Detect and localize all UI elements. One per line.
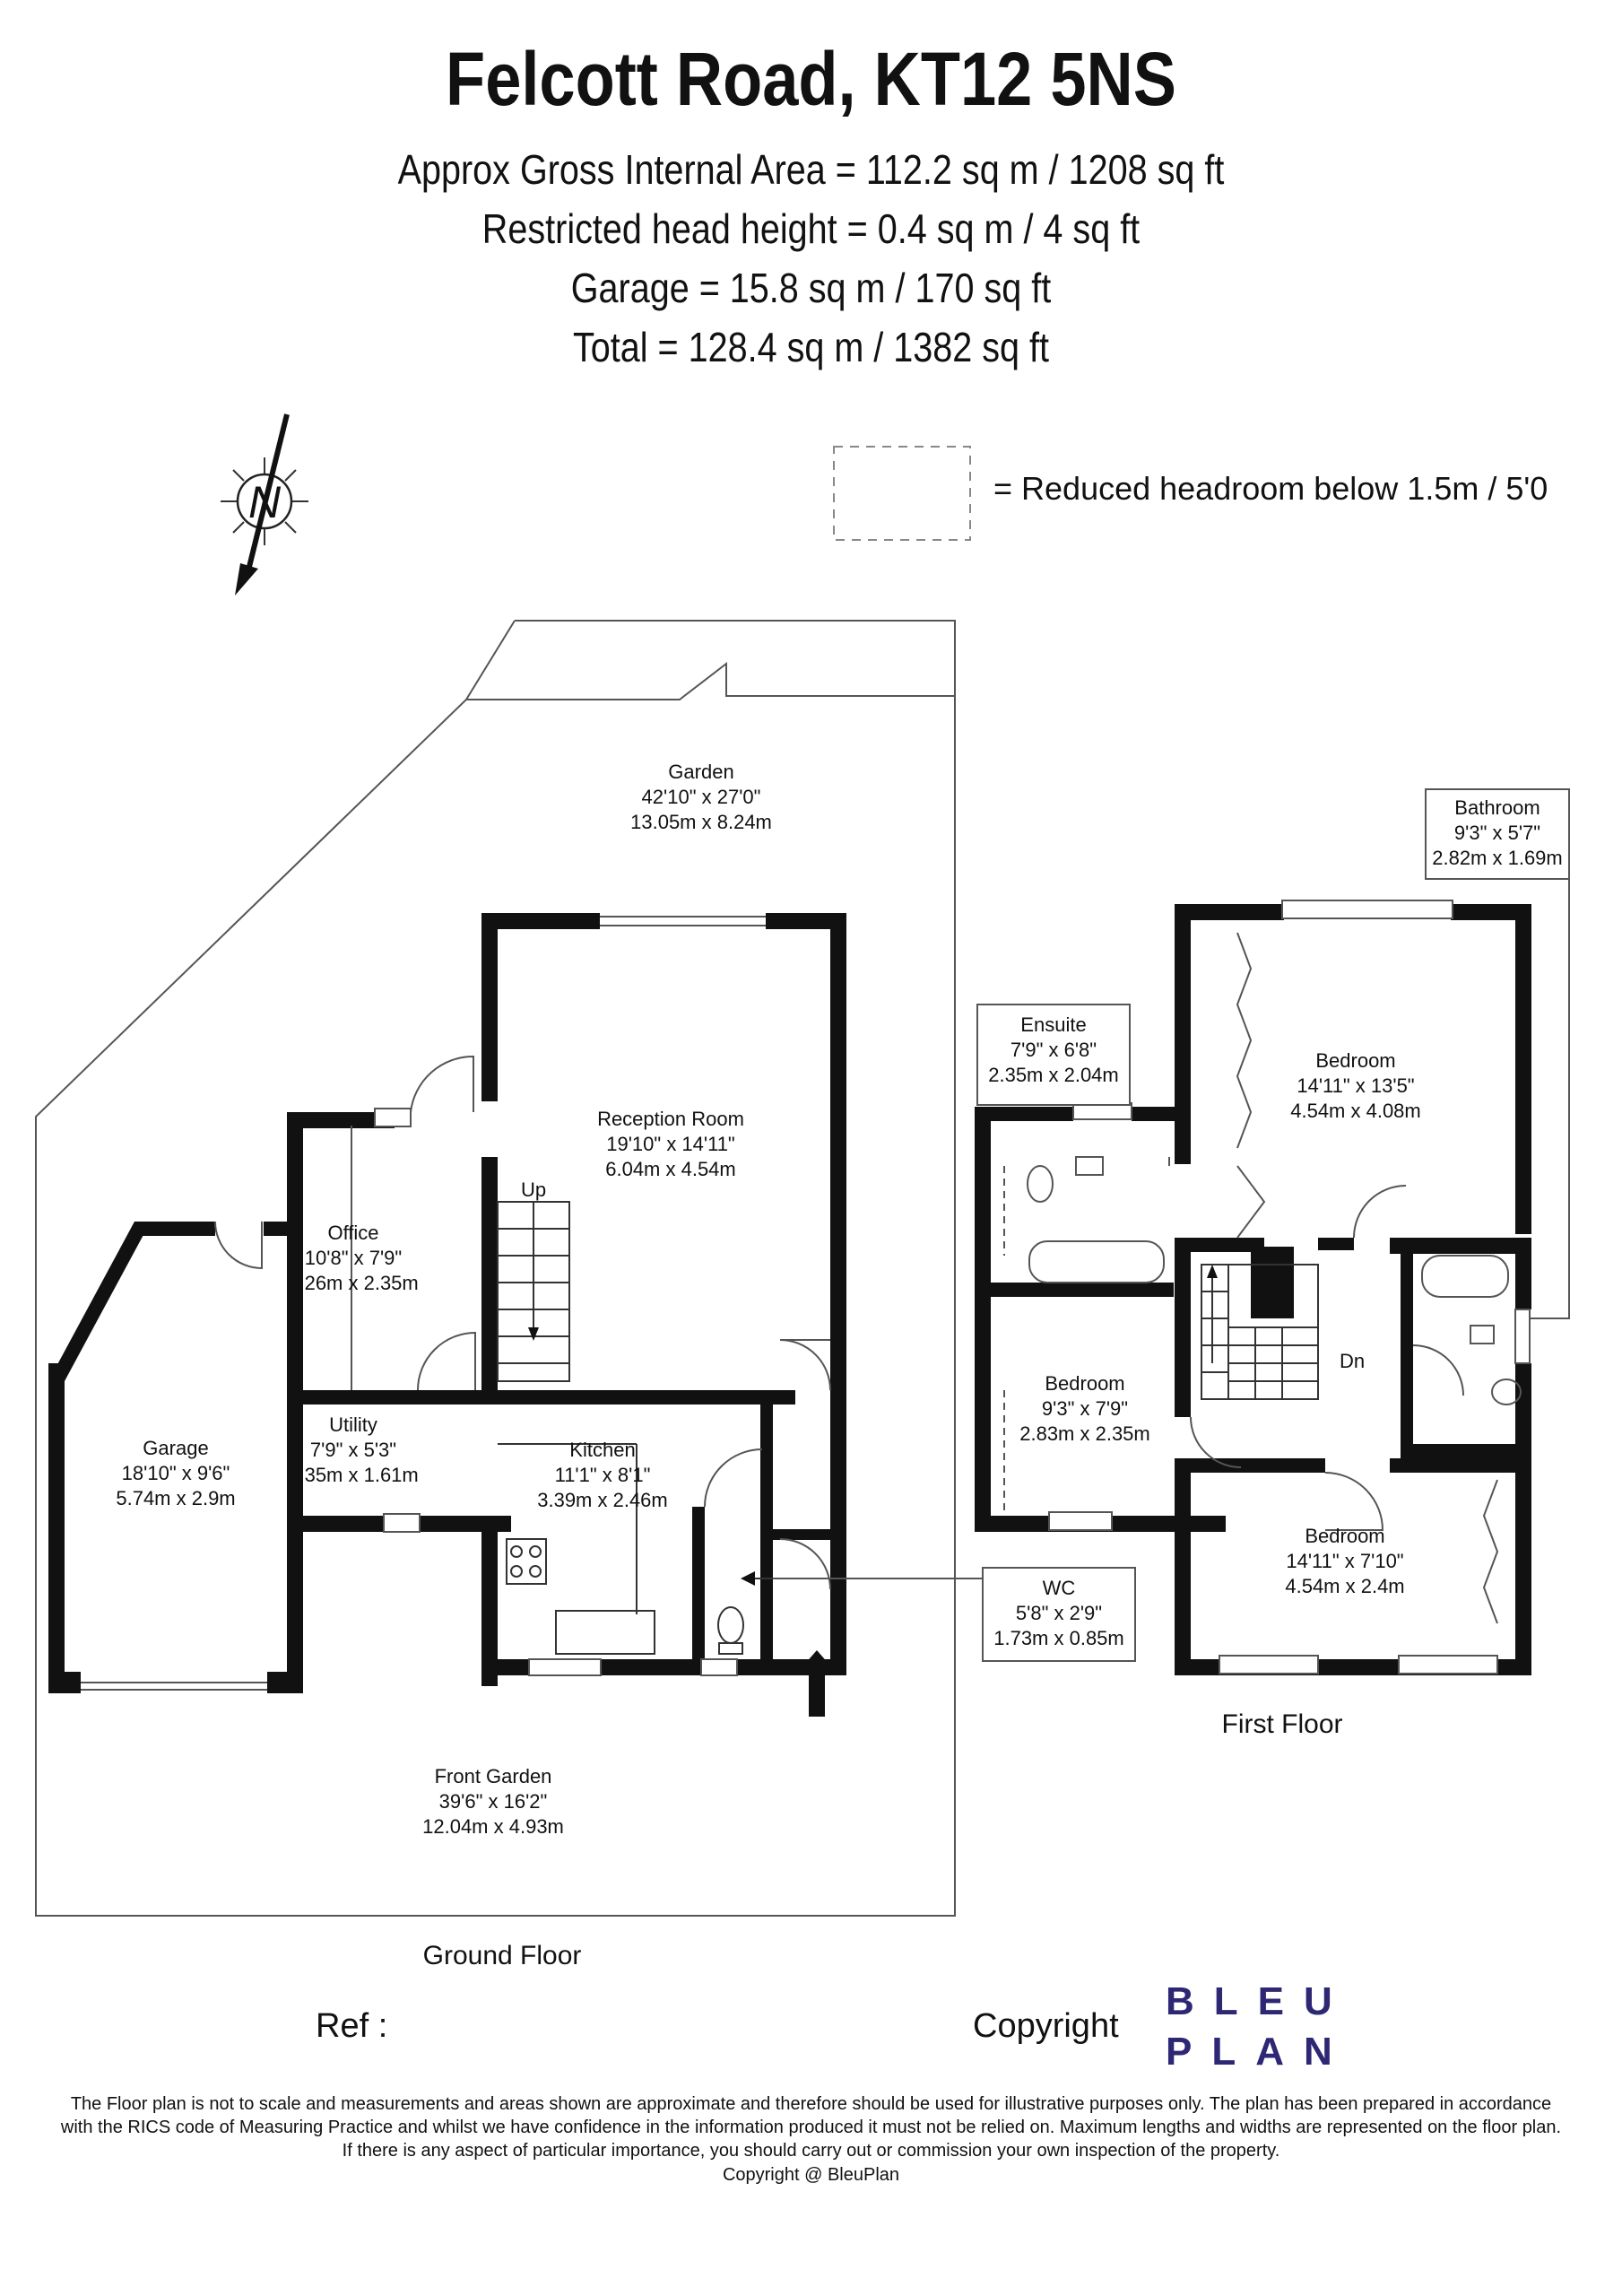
front-garden-metric: 12.04m x 4.93m bbox=[422, 1815, 564, 1838]
reception-label: Reception Room bbox=[597, 1108, 744, 1130]
utility-imperial: 7'9" x 5'3" bbox=[310, 1439, 396, 1461]
reception-metric: 6.04m x 4.54m bbox=[605, 1158, 736, 1180]
entrance-arrow-icon bbox=[798, 1650, 836, 1717]
bedroom3-label: Bedroom bbox=[1305, 1525, 1384, 1547]
first-floor-stairs bbox=[1201, 1264, 1319, 1400]
restricted-height-line: Restricted head height = 0.4 sq m / 4 sq… bbox=[481, 205, 1141, 252]
ground-floor-walls bbox=[48, 913, 846, 1693]
stairs-up-label: Up bbox=[521, 1178, 546, 1201]
ref-label: Ref : bbox=[316, 2007, 388, 2045]
garage-metric: 5.74m x 2.9m bbox=[116, 1487, 235, 1509]
bedroom1-label: Bedroom bbox=[1315, 1049, 1395, 1072]
garage-label: Garage bbox=[143, 1437, 208, 1459]
bathroom-metric: 2.82m x 1.69m bbox=[1432, 847, 1563, 869]
ground-floor-stairs bbox=[497, 1201, 570, 1382]
garden-fence bbox=[466, 661, 955, 700]
kitchen-label: Kitchen bbox=[569, 1439, 635, 1461]
gross-area-line: Approx Gross Internal Area = 112.2 sq m … bbox=[397, 146, 1225, 193]
stairs-down-label: Dn bbox=[1340, 1350, 1365, 1372]
garage-area-line: Garage = 15.8 sq m / 170 sq ft bbox=[570, 265, 1052, 311]
bedroom3-metric: 4.54m x 2.4m bbox=[1285, 1575, 1404, 1597]
bedroom3-imperial: 14'11" x 7'10" bbox=[1286, 1550, 1403, 1572]
front-garden-label: Front Garden bbox=[435, 1765, 552, 1787]
disclaimer-line-2: with the RICS code of Measuring Practice… bbox=[60, 2118, 1562, 2137]
kitchen-fixtures bbox=[498, 1443, 744, 1655]
disclaimer-line-3: If there is any aspect of particular imp… bbox=[342, 2141, 1280, 2161]
reception-imperial: 19'10" x 14'11" bbox=[606, 1133, 735, 1155]
brand-line-2: PLAN bbox=[1166, 2030, 1352, 2074]
kitchen-metric: 3.39m x 2.46m bbox=[537, 1489, 668, 1511]
ground-floor-label: Ground Floor bbox=[423, 1941, 582, 1970]
ground-floor-openings bbox=[81, 916, 831, 1691]
first-floor-label: First Floor bbox=[1222, 1709, 1343, 1739]
disclaimer-line-1: The Floor plan is not to scale and measu… bbox=[70, 2094, 1552, 2114]
callouts bbox=[773, 788, 1570, 1662]
compass-icon: N bbox=[221, 413, 308, 596]
office-label: Office bbox=[327, 1222, 378, 1244]
legend-label: = Reduced headroom below 1.5m / 5'0 bbox=[993, 470, 1548, 507]
garage-imperial: 18'10" x 9'6" bbox=[122, 1462, 230, 1484]
wc-metric: 1.73m x 0.85m bbox=[993, 1627, 1124, 1649]
disclaimer-line-4: Copyright @ BleuPlan bbox=[722, 2165, 900, 2185]
first-floor-openings bbox=[1003, 900, 1531, 1674]
brand-line-1: BLEU bbox=[1166, 1979, 1352, 2023]
bedroom2-imperial: 9'3" x 7'9" bbox=[1042, 1397, 1128, 1420]
bathroom-label: Bathroom bbox=[1454, 796, 1540, 819]
front-garden-imperial: 39'6" x 16'2" bbox=[439, 1790, 548, 1813]
bedroom2-metric: 2.83m x 2.35m bbox=[1019, 1422, 1150, 1445]
ensuite-label: Ensuite bbox=[1020, 1013, 1086, 1036]
bathroom-imperial: 9'3" x 5'7" bbox=[1454, 822, 1540, 844]
garden-imperial: 42'10" x 27'0" bbox=[642, 786, 761, 808]
garden-label: Garden bbox=[668, 761, 733, 783]
legend-swatch bbox=[833, 446, 971, 541]
bedroom1-imperial: 14'11" x 13'5" bbox=[1297, 1074, 1414, 1097]
compass-label: N bbox=[248, 477, 282, 527]
ensuite-metric: 2.35m x 2.04m bbox=[988, 1064, 1119, 1086]
office-metric: 3.26m x 2.35m bbox=[288, 1272, 419, 1294]
utility-metric: 2.35m x 1.61m bbox=[288, 1464, 419, 1486]
copyright-label: Copyright bbox=[973, 2007, 1119, 2045]
bedroom1-metric: 4.54m x 4.08m bbox=[1290, 1100, 1421, 1122]
office-imperial: 10'8" x 7'9" bbox=[305, 1247, 402, 1269]
bedroom2-label: Bedroom bbox=[1045, 1372, 1124, 1395]
kitchen-imperial: 11'1" x 8'1" bbox=[555, 1464, 651, 1486]
total-area-line: Total = 128.4 sq m / 1382 sq ft bbox=[572, 324, 1050, 370]
page-title: Felcott Road, KT12 5NS bbox=[446, 37, 1176, 121]
utility-label: Utility bbox=[329, 1413, 377, 1436]
ensuite-imperial: 7'9" x 6'8" bbox=[1010, 1039, 1097, 1061]
garden-metric: 13.05m x 8.24m bbox=[630, 811, 772, 833]
brand-logo: BLEU PLAN bbox=[1166, 1977, 1352, 2077]
wc-label: WC bbox=[1043, 1577, 1076, 1599]
wc-imperial: 5'8" x 2'9" bbox=[1016, 1602, 1102, 1624]
